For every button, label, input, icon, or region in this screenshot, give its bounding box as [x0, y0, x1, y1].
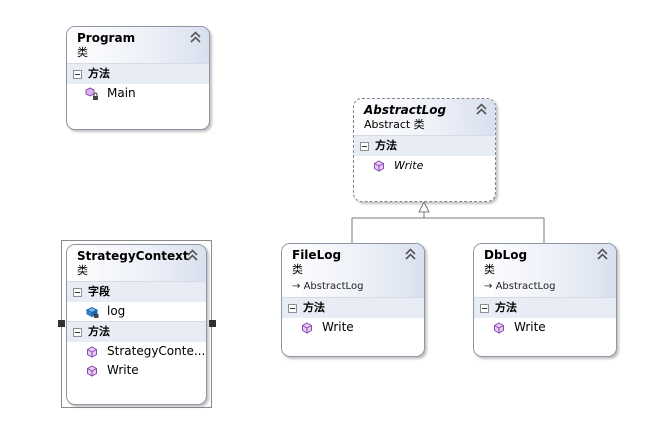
methods-section[interactable]: 方法: [67, 63, 209, 84]
field-name: log: [107, 304, 126, 318]
base-class-name: AbstractLog: [495, 281, 556, 292]
class-name: FileLog: [292, 248, 342, 262]
methods-section[interactable]: 方法: [282, 297, 424, 318]
method-name: Write: [107, 363, 139, 377]
method-name: Write: [322, 320, 354, 334]
class-header: DbLog 类 → AbstractLog: [474, 244, 616, 297]
base-class-name: AbstractLog: [303, 281, 364, 292]
methods-section[interactable]: 方法: [67, 321, 206, 342]
minus-box-icon[interactable]: [288, 303, 297, 313]
class-program[interactable]: Program 类 方法 Main: [66, 26, 210, 130]
arrow-right-icon: →: [484, 281, 493, 292]
minus-box-icon[interactable]: [73, 69, 82, 79]
method-name: Write: [514, 320, 546, 334]
section-label: 方法: [88, 67, 110, 80]
section-label: 方法: [375, 139, 397, 152]
method-name: Main: [107, 86, 136, 100]
minus-box-icon[interactable]: [73, 287, 82, 297]
base-class: → AbstractLog: [292, 280, 416, 293]
method-name: Write: [394, 159, 424, 172]
method-icon: [87, 345, 97, 358]
method-row[interactable]: Write: [67, 361, 206, 380]
method-row[interactable]: Main: [67, 84, 209, 103]
class-kind: Abstract 类: [364, 118, 425, 131]
minus-box-icon[interactable]: [73, 327, 82, 337]
collapse-icon[interactable]: [187, 249, 198, 261]
class-name: AbstractLog: [364, 103, 447, 117]
fields-section[interactable]: 字段: [67, 281, 206, 302]
inheritance-arrowhead: [418, 200, 430, 213]
class-name: DbLog: [484, 248, 528, 262]
class-kind: 类: [77, 46, 88, 59]
section-label: 方法: [495, 301, 517, 314]
minus-box-icon[interactable]: [360, 141, 369, 151]
resize-handle-right[interactable]: [209, 320, 216, 327]
minus-box-icon[interactable]: [480, 303, 489, 313]
class-header: AbstractLog Abstract 类: [354, 99, 495, 135]
arrow-right-icon: →: [292, 281, 301, 292]
method-icon: [374, 159, 384, 172]
class-name: StrategyContext: [77, 249, 189, 263]
method-row[interactable]: StrategyConte...: [67, 342, 206, 361]
method-name: StrategyConte...: [107, 344, 206, 358]
method-row[interactable]: Write: [282, 318, 424, 337]
class-filelog[interactable]: FileLog 类 → AbstractLog 方法 Write: [281, 243, 425, 357]
methods-section[interactable]: 方法: [474, 297, 616, 318]
section-label: 字段: [88, 285, 110, 298]
class-dblog[interactable]: DbLog 类 → AbstractLog 方法 Write: [473, 243, 617, 357]
method-row[interactable]: Write: [474, 318, 616, 337]
collapse-icon[interactable]: [476, 103, 487, 115]
field-icon: [85, 306, 99, 318]
class-kind: 类: [292, 263, 303, 276]
method-icon: [302, 321, 312, 334]
private-method-icon: [85, 86, 98, 100]
class-name: Program: [77, 31, 136, 45]
class-strategycontext[interactable]: StrategyContext 类 字段 log 方法 StrategyCont…: [66, 244, 207, 405]
class-kind: 类: [77, 264, 88, 277]
method-icon: [87, 364, 97, 377]
resize-handle-left[interactable]: [58, 320, 65, 327]
collapse-icon[interactable]: [405, 248, 416, 260]
collapse-icon[interactable]: [190, 31, 201, 43]
class-header: Program 类: [67, 27, 209, 63]
class-header: StrategyContext 类: [67, 245, 206, 281]
field-row[interactable]: log: [67, 302, 206, 321]
collapse-icon[interactable]: [597, 248, 608, 260]
section-label: 方法: [88, 325, 110, 338]
class-abstractlog[interactable]: AbstractLog Abstract 类 方法 Write: [353, 98, 496, 202]
class-kind: 类: [484, 263, 495, 276]
methods-section[interactable]: 方法: [354, 135, 495, 156]
base-class: → AbstractLog: [484, 280, 608, 293]
class-header: FileLog 类 → AbstractLog: [282, 244, 424, 297]
section-label: 方法: [303, 301, 325, 314]
method-icon: [494, 321, 504, 334]
method-row[interactable]: Write: [354, 156, 495, 175]
